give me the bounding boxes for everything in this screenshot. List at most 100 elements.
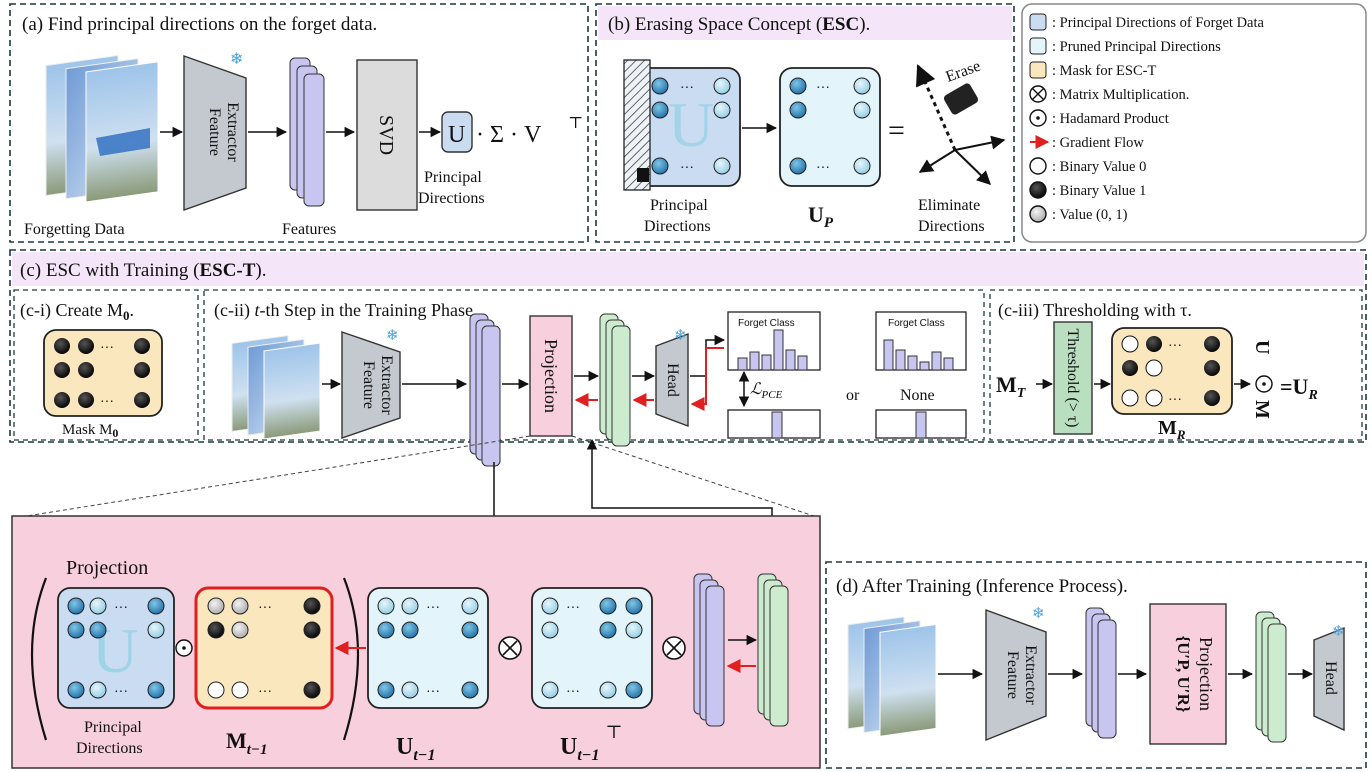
frozen-snowflake-icon: ❄ — [386, 328, 399, 344]
ci-title: (c-i) Create M0. — [20, 300, 134, 323]
frozen-snowflake-icon: ❄ — [1332, 624, 1345, 640]
projection-block-d — [1149, 603, 1227, 745]
transpose-sup: ⊤ — [568, 115, 583, 132]
training-images — [231, 334, 321, 440]
projection-label-c: Projection — [541, 339, 561, 413]
mask-mt1-matrix: ··· ··· — [194, 586, 334, 710]
panel-c-border — [9, 249, 1367, 443]
u-t1-transpose-label: Ut−1⊤ — [560, 722, 622, 764]
mask-m0-label: Mask M0 — [62, 422, 118, 440]
projection-label-d: Projection — [1196, 637, 1216, 711]
panel-d-border — [825, 561, 1367, 769]
u-t1-label: Ut−1 — [396, 734, 435, 764]
histogram-bars-2 — [883, 339, 954, 371]
features-stack-a — [289, 57, 325, 207]
legend-item-7: : Binary Value 0 — [1052, 159, 1146, 175]
projection-detail-title: Projection — [66, 557, 148, 579]
legend-item-2: : Pruned Principal Directions — [1052, 39, 1221, 55]
legend-box — [1021, 3, 1367, 243]
principal-directions-a-2: Directions — [418, 190, 485, 207]
u-letter: U — [448, 122, 465, 148]
principal-matrix-proj: U ··· ··· — [57, 587, 175, 709]
hadamard-result: U M — [1251, 340, 1273, 419]
head-block-d — [1313, 626, 1345, 732]
pruned-matrix-up: ··· ··· — [779, 67, 881, 187]
panel-c-title: (c) ESC with Training (ESC-T). — [20, 260, 267, 281]
panel-a-title: (a) Find principal directions on the for… — [22, 14, 377, 35]
feature-extractor-c — [341, 331, 401, 439]
u-t1-matrix: ··· ··· — [367, 587, 489, 709]
feature-extractor-c-line2: Extractor — [378, 355, 395, 415]
feature-extractor-a-line1: Feature — [206, 108, 223, 156]
m-t1-label: Mt−1 — [226, 728, 268, 758]
mask-m0-matrix: ··· ··· — [43, 329, 163, 417]
result-u: U — [1251, 340, 1273, 354]
svg-text:···: ··· — [114, 601, 128, 616]
forgetting-data-images — [45, 54, 159, 203]
principal-matrix-b: U ··· ··· — [623, 59, 741, 191]
projected-features-d — [1255, 611, 1287, 743]
svg-text:···: ··· — [1168, 393, 1182, 408]
projection-set-d: {U′P, U′R} — [1174, 635, 1193, 712]
feature-extractor-d-line2: Extractor — [1022, 645, 1039, 705]
legend-item-5: : Hadamard Product — [1052, 111, 1169, 127]
feature-extractor-d-line1: Feature — [1004, 651, 1021, 699]
eraser-icon — [943, 83, 979, 115]
principal-directions-b-1: Principal — [650, 197, 708, 214]
none-label: None — [900, 387, 935, 404]
mt-label: MT — [996, 372, 1027, 401]
inference-images — [847, 616, 937, 737]
projected-features-proj — [757, 573, 789, 727]
panel-a-border — [9, 3, 589, 243]
features-stack-proj — [693, 573, 725, 727]
svg-text:···: ··· — [426, 685, 440, 700]
threshold-block — [1053, 321, 1093, 435]
feature-extractor-d — [985, 608, 1047, 742]
legend-item-3: : Mask for ESC-T — [1052, 63, 1156, 79]
head-label-d: Head — [1322, 661, 1339, 695]
frozen-snowflake-icon: ❄ — [1032, 606, 1045, 622]
matrix-mult-op-icon — [662, 636, 686, 660]
svg-text:···: ··· — [258, 685, 272, 700]
svg-text:···: ··· — [816, 161, 830, 176]
trash-icon — [637, 168, 649, 182]
svg-text:···: ··· — [680, 161, 694, 176]
eliminate-label-2: Directions — [918, 218, 985, 235]
panel-cii-border — [203, 289, 985, 441]
eliminate-directions-arrows — [916, 64, 1006, 185]
features-stack-d — [1085, 607, 1117, 739]
svg-text:···: ··· — [680, 81, 694, 96]
mr-label: MR — [1158, 417, 1186, 442]
head-block-c — [655, 332, 689, 428]
legend-item-6: : Gradient Flow — [1052, 135, 1144, 151]
feature-extractor-c-line1: Feature — [360, 361, 377, 409]
mask-mr-matrix: ··· ··· — [1111, 327, 1233, 415]
svg-text:···: ··· — [816, 81, 830, 96]
hadamard-op-icon — [175, 639, 193, 657]
result-eq: =UR — [1280, 374, 1318, 403]
forget-class-label-2: Forget Class — [888, 318, 945, 329]
svg-text:···: ··· — [566, 685, 580, 700]
equals-sign: = — [888, 114, 905, 147]
principal-directions-proj-2: Directions — [76, 740, 143, 757]
principal-directions-proj-1: Principal — [84, 719, 142, 736]
legend-item-1: : Principal Directions of Forget Data — [1052, 15, 1265, 31]
features-label: Features — [282, 221, 336, 238]
threshold-label: Threshold (> τ) — [1064, 329, 1081, 428]
svd-label: SVD — [375, 115, 397, 155]
head-label-c: Head — [664, 363, 681, 397]
feature-extractor-a — [183, 55, 247, 211]
cii-title: (c-ii) t-th Step in the Training Phase. — [214, 300, 478, 321]
matrix-mult-op-icon — [498, 636, 522, 660]
feature-extractor-a-line2: Extractor — [224, 102, 241, 162]
svd-formula: · Σ · V — [476, 122, 542, 148]
svg-text:···: ··· — [258, 601, 272, 616]
svg-text:···: ··· — [566, 601, 580, 616]
up-label: UP — [808, 202, 834, 231]
histogram-bars-1 — [737, 329, 808, 371]
svg-text:···: ··· — [426, 601, 440, 616]
ciii-title: (c-iii) Thresholding with τ. — [998, 300, 1192, 321]
panel-b-title: (b) Erasing Space Concept (ESC). — [608, 14, 870, 35]
